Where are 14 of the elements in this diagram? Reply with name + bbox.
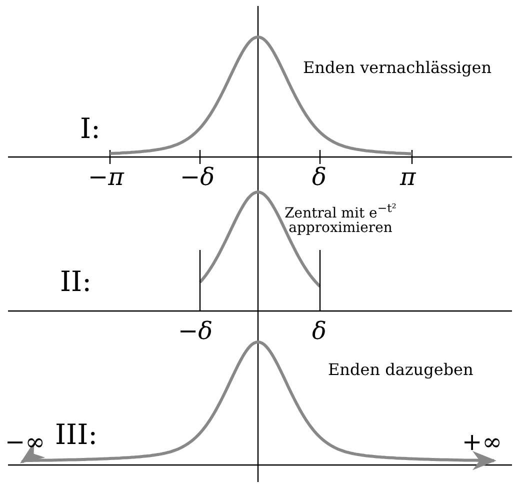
annotation: Zentral mit e$^{−t²}$ approximieren [284, 202, 398, 236]
panel-number: III: [55, 418, 98, 451]
infinity-label: −∞ [5, 428, 46, 456]
tick-label: δ [312, 317, 326, 345]
tick-label: π [400, 163, 416, 191]
tick-label: −δ [178, 317, 213, 345]
annotation: Enden dazugeben [328, 360, 474, 379]
panel-number: II: [60, 265, 92, 298]
tick-label: −π [88, 163, 124, 191]
infinity-label: +∞ [462, 428, 502, 456]
tick-label: −δ [180, 163, 215, 191]
panel-number: I: [80, 112, 100, 145]
tick-label: δ [312, 163, 326, 191]
annotation: Enden vernachlässigen [303, 58, 492, 77]
